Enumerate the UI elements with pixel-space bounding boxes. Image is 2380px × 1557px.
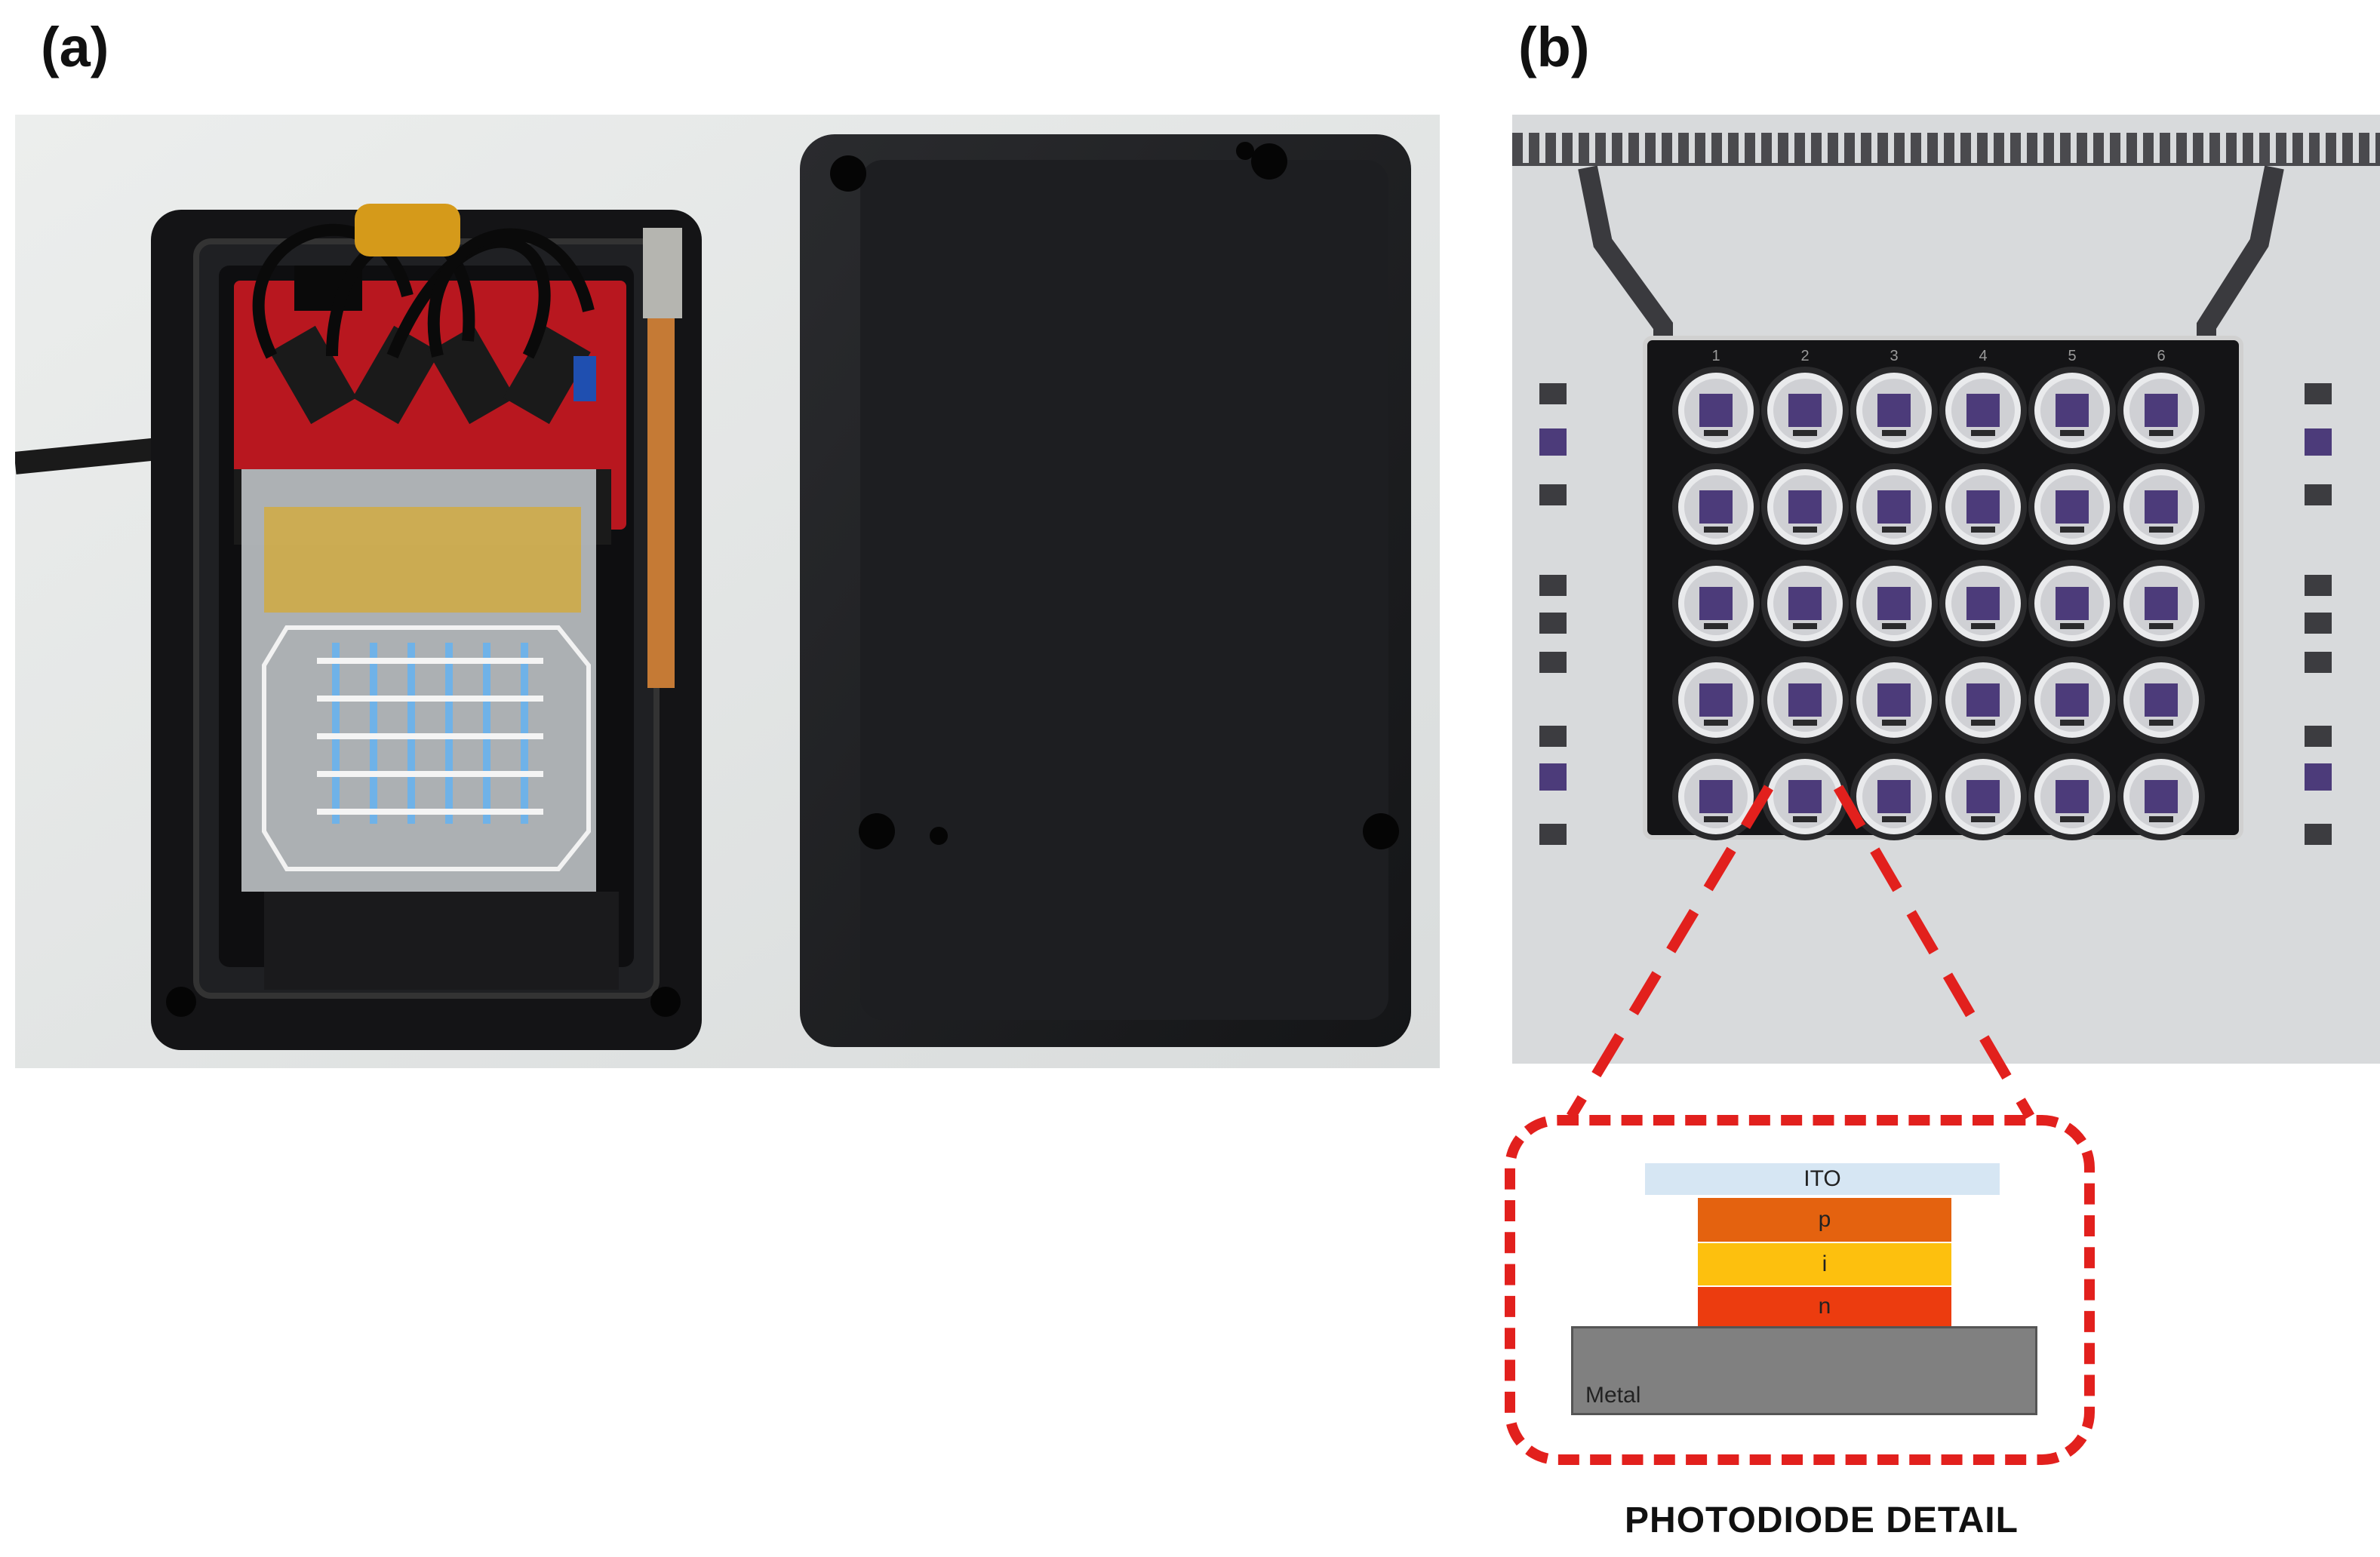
- photodiode-well: [1672, 656, 1760, 744]
- photodiode-well: [1761, 463, 1849, 551]
- photodiode-well: [1672, 753, 1760, 840]
- photodiode-well: [2117, 656, 2205, 744]
- n-layer: n: [1698, 1287, 1951, 1326]
- photodiode-well: [1850, 753, 1938, 840]
- photodiode-well: [1761, 560, 1849, 647]
- photodiode-array-micrograph: 1 2 3 4 5 6: [1512, 115, 2380, 1064]
- well-column-number: 2: [1800, 348, 1809, 364]
- photodiode-well: [2028, 656, 2116, 744]
- panel-label-b: (b): [1518, 16, 1590, 78]
- photodiode-well: [2028, 463, 2116, 551]
- photodiode-well: [1850, 560, 1938, 647]
- well-column-number: 4: [1979, 348, 1987, 364]
- photodiode-well: [1672, 463, 1760, 551]
- well-column-number: 3: [1890, 348, 1898, 364]
- photodiode-well: [1939, 656, 2027, 744]
- panel-label-a: (a): [41, 16, 109, 78]
- well-column-numbers: 1 2 3 4 5 6: [1711, 348, 2165, 364]
- photodiode-well: [1761, 367, 1849, 454]
- photodiode-well: [1939, 560, 2027, 647]
- photodiode-well: [1850, 656, 1938, 744]
- photodiode-well: [1672, 560, 1760, 647]
- photodiode-well: [2117, 753, 2205, 840]
- photodiode-well: [1761, 656, 1849, 744]
- photodiode-well: [1939, 463, 2027, 551]
- well-column-number: 6: [2157, 348, 2165, 364]
- photodiode-well: [2028, 560, 2116, 647]
- photodiode-well: [1672, 367, 1760, 454]
- photodiode-well: [1939, 367, 2027, 454]
- photodiode-well: [2028, 753, 2116, 840]
- photodiode-well: [2117, 463, 2205, 551]
- photodiode-well: [2028, 367, 2116, 454]
- well-column-number: 5: [2068, 348, 2076, 364]
- i-layer: i: [1698, 1243, 1951, 1285]
- p-layer: p: [1698, 1198, 1951, 1242]
- enclosure-photo-drawing: [15, 115, 1440, 1068]
- array-micrograph-drawing: 1 2 3 4 5 6: [1512, 115, 2380, 1064]
- photodiode-wells: [1672, 367, 2205, 840]
- photodiode-well: [1850, 367, 1938, 454]
- photodiode-well: [1939, 753, 2027, 840]
- photodiode-well: [1850, 463, 1938, 551]
- photodiode-detail-box: [1505, 1115, 2095, 1465]
- photodiode-detail-caption: PHOTODIODE DETAIL: [1625, 1500, 2019, 1540]
- photodiode-well: [2117, 367, 2205, 454]
- device-enclosure-photo: [15, 115, 1440, 1068]
- photodiode-well: [2117, 560, 2205, 647]
- well-column-number: 1: [1711, 348, 1720, 364]
- metal-layer: Metal: [1571, 1326, 2037, 1415]
- ito-layer: ITO: [1645, 1163, 2000, 1195]
